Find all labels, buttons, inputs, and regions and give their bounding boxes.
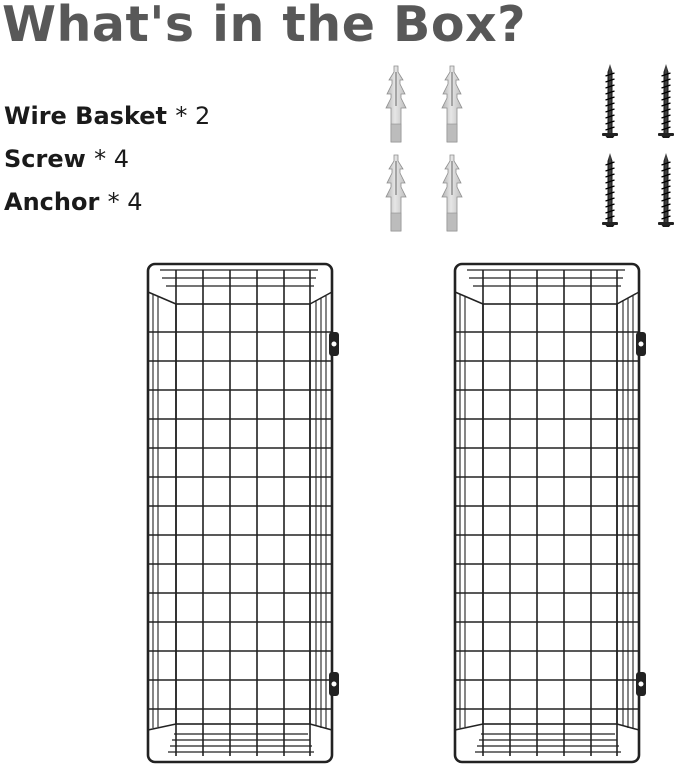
item-name: Anchor	[4, 188, 100, 216]
screw-icon	[657, 152, 675, 228]
wire-basket-icon	[453, 262, 648, 764]
contents-item-screw: Screw * 4	[4, 139, 210, 182]
page-title: What's in the Box?	[2, 0, 527, 53]
contents-item-anchor: Anchor * 4	[4, 182, 210, 225]
wall-anchor-icon	[385, 65, 407, 143]
screw-icon	[601, 63, 619, 139]
wall-anchor-icon	[385, 154, 407, 232]
item-name: Wire Basket	[4, 102, 168, 130]
wall-anchor-icon	[441, 154, 463, 232]
contents-item-wire-basket: Wire Basket * 2	[4, 96, 210, 139]
item-quantity: * 4	[107, 188, 143, 216]
wire-basket-icon	[146, 262, 341, 764]
item-quantity: * 2	[175, 102, 211, 130]
screw-icon	[657, 63, 675, 139]
item-name: Screw	[4, 145, 86, 173]
screw-icon	[601, 152, 619, 228]
item-quantity: * 4	[94, 145, 130, 173]
contents-list: Wire Basket * 2 Screw * 4 Anchor * 4	[4, 96, 210, 225]
wall-anchor-icon	[441, 65, 463, 143]
